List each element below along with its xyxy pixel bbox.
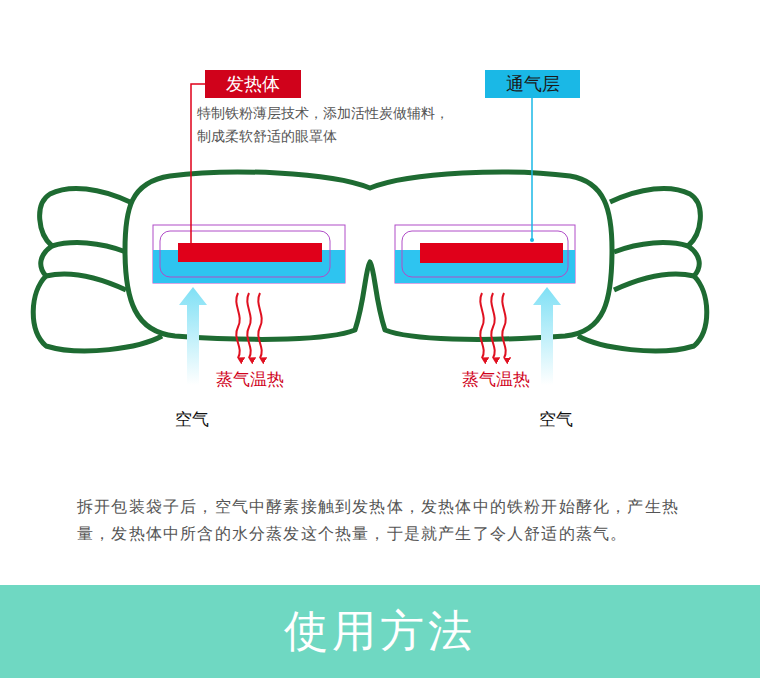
steam-arrow <box>236 293 505 358</box>
heater-label-box: 发热体 <box>205 70 301 98</box>
node-text: 通气层 <box>506 73 560 95</box>
air-label: 空气 <box>539 408 573 431</box>
leader-line <box>531 98 533 240</box>
leader-dot <box>530 238 534 242</box>
node-text: 使用方法 <box>284 605 476 658</box>
explanation-paragraph: 拆开包装袋子后，空气中酵素接触到发热体，发热体中的铁粉开始酵化，产生热量，发热体… <box>77 493 702 547</box>
air-label: 空气 <box>175 408 209 431</box>
right-pad <box>395 225 575 283</box>
steam-label: 蒸气温热 <box>462 368 530 391</box>
leader-dot <box>180 248 184 252</box>
usage-band: 使用方法 <box>0 585 760 678</box>
mask-outline <box>33 172 707 351</box>
vent-layer-label-box: 通气层 <box>485 70 580 98</box>
steam-label: 蒸气温热 <box>216 368 284 391</box>
left-pad <box>153 225 345 283</box>
node-text: 发热体 <box>226 73 280 95</box>
description-text: 特制铁粉薄层技术，添加活性炭做辅料，制成柔软舒适的眼罩体 <box>197 102 459 148</box>
